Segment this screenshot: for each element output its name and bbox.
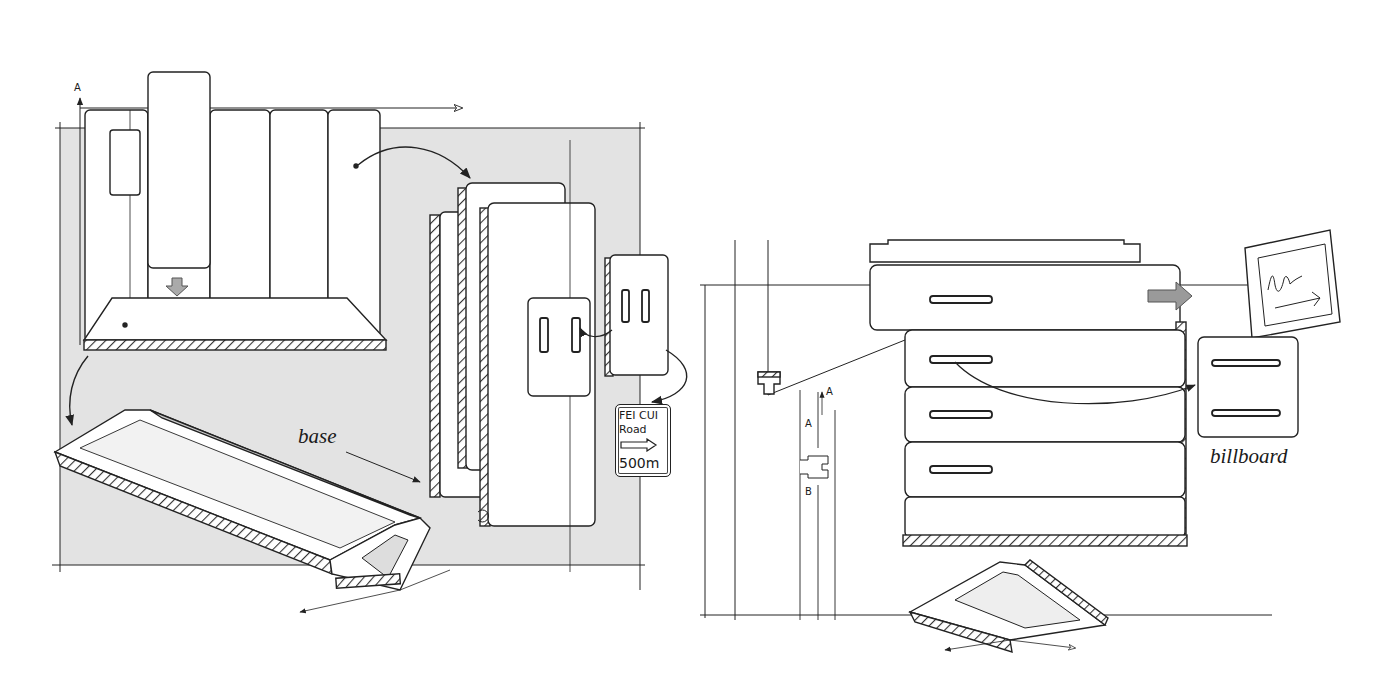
right-panel-stroke [822, 392, 823, 415]
right-panel-stroke [818, 392, 819, 448]
left-panel-stroke [123, 323, 127, 327]
left-panel-stroke [60, 122, 61, 572]
left-panel-stroke [80, 98, 81, 345]
right-panel-stroke [930, 466, 992, 473]
left-panel-stroke [610, 255, 668, 375]
right-panel-stroke [905, 497, 1185, 537]
right-panel-stroke [930, 411, 992, 418]
left-panel-stroke [540, 318, 548, 352]
direction-arrow [619, 438, 659, 452]
left-panel-stroke [358, 147, 470, 178]
left-panel-stroke [652, 350, 687, 402]
right-panel-stroke [835, 410, 836, 620]
right-panel-stroke [905, 330, 1185, 387]
left-panel-stroke [84, 298, 386, 340]
left-panel-stroke [148, 72, 210, 268]
left-panel-stroke [572, 318, 580, 352]
left-panel-stroke [110, 130, 140, 195]
left-panel-stroke [642, 290, 649, 322]
right-panel-stroke [930, 356, 992, 363]
right-panel-stroke [1275, 292, 1320, 308]
right-panel-stroke [818, 485, 819, 620]
right-panel-stroke [1212, 360, 1280, 366]
left-panel-stroke [622, 290, 629, 322]
left-panel-stroke [362, 535, 408, 578]
right-panel-stroke [870, 240, 1140, 262]
axis-letter: A [74, 82, 81, 93]
right-panel-stroke [1148, 282, 1192, 310]
left-panel-stroke [55, 452, 332, 574]
left-panel-stroke [336, 574, 401, 588]
right-panel-stroke [945, 640, 1010, 650]
left-panel-stroke [580, 328, 612, 337]
left-panel-stroke [488, 203, 595, 526]
right-panel [700, 230, 1340, 652]
right-panel-stroke [1245, 230, 1340, 338]
right-panel-stroke [910, 612, 1012, 652]
axis-letter: B [805, 486, 812, 497]
right-panel-stroke [800, 390, 801, 620]
right-panel-stroke [1198, 337, 1298, 437]
right-panel-stroke [1268, 276, 1302, 291]
right-panel-stroke [903, 535, 1187, 546]
left-panel-stroke [84, 340, 386, 350]
left-panel-stroke [346, 452, 420, 482]
right-panel-stroke [1025, 560, 1108, 625]
right-panel-stroke [870, 265, 1180, 330]
right-panel-stroke [758, 372, 780, 377]
right-panel-stroke [955, 572, 1080, 628]
right-panel-stroke [905, 387, 1185, 442]
left-panel-stroke [354, 164, 358, 168]
right-panel-stroke [735, 240, 736, 620]
axis-letter: A [805, 418, 812, 429]
left-panel-stroke [70, 356, 88, 425]
left-panel-stroke [478, 510, 488, 522]
right-panel-stroke [1258, 244, 1332, 326]
right-panel-stroke [800, 456, 828, 478]
right-panel-stroke [955, 362, 1195, 404]
left-panel-stroke [528, 298, 590, 396]
right-panel-stroke [768, 340, 905, 395]
distance-value: 500m [619, 454, 667, 472]
left-panel-stroke [430, 215, 440, 497]
axis-letter: A [826, 386, 833, 397]
left-panel [52, 72, 687, 612]
left-panel-stroke [166, 278, 188, 296]
right-panel-stroke [930, 296, 992, 303]
road-sign: FEI CUI Road 500m [615, 404, 671, 477]
road-name: FEI CUI Road [619, 409, 667, 438]
right-panel-stroke [758, 372, 780, 394]
left-panel-stroke [80, 108, 462, 109]
right-panel-stroke [1010, 640, 1075, 648]
part-name: billboard [1210, 444, 1287, 469]
left-panel-stroke [330, 518, 430, 590]
right-panel-stroke [705, 285, 706, 618]
right-panel-stroke [1212, 410, 1280, 416]
part-name: base [298, 424, 337, 449]
right-panel-stroke [905, 442, 1185, 497]
left-panel-stroke [300, 590, 400, 612]
left-panel-stroke [400, 570, 450, 590]
